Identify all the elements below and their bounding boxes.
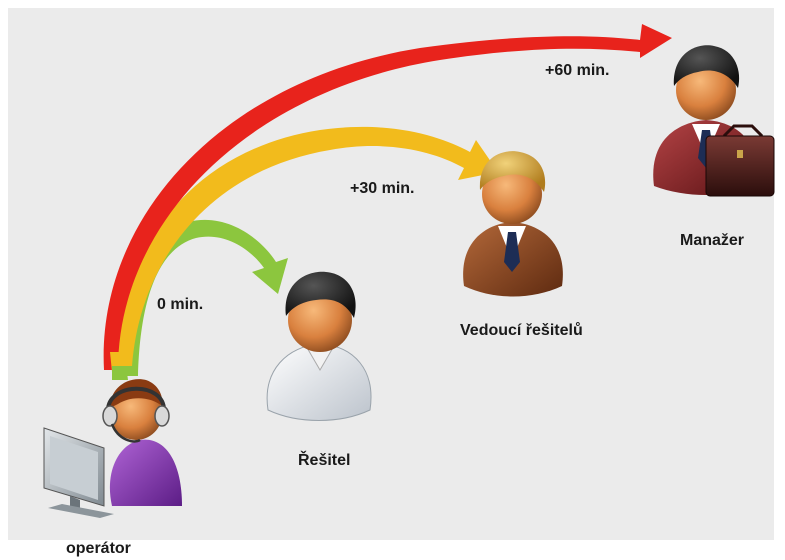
time-label-level-3: +60 min. [545,62,610,79]
arrow-level-3 [103,24,673,380]
time-label-level-1: 0 min. [157,296,204,313]
role-label-vedouci: Vedoucí řešitelů [460,322,583,339]
time-label-level-2: +30 min. [350,180,415,197]
operator-headset-icon [43,379,182,518]
arrow-level-2 [118,126,498,367]
businessman-brown-suit-icon [463,151,563,297]
role-label-operator: operátor [66,540,131,557]
person-white-shirt-icon [266,271,372,421]
manager-briefcase-icon [653,45,775,197]
role-label-resitel: Řešitel [298,452,351,469]
role-label-manazer: Manažer [680,232,745,249]
